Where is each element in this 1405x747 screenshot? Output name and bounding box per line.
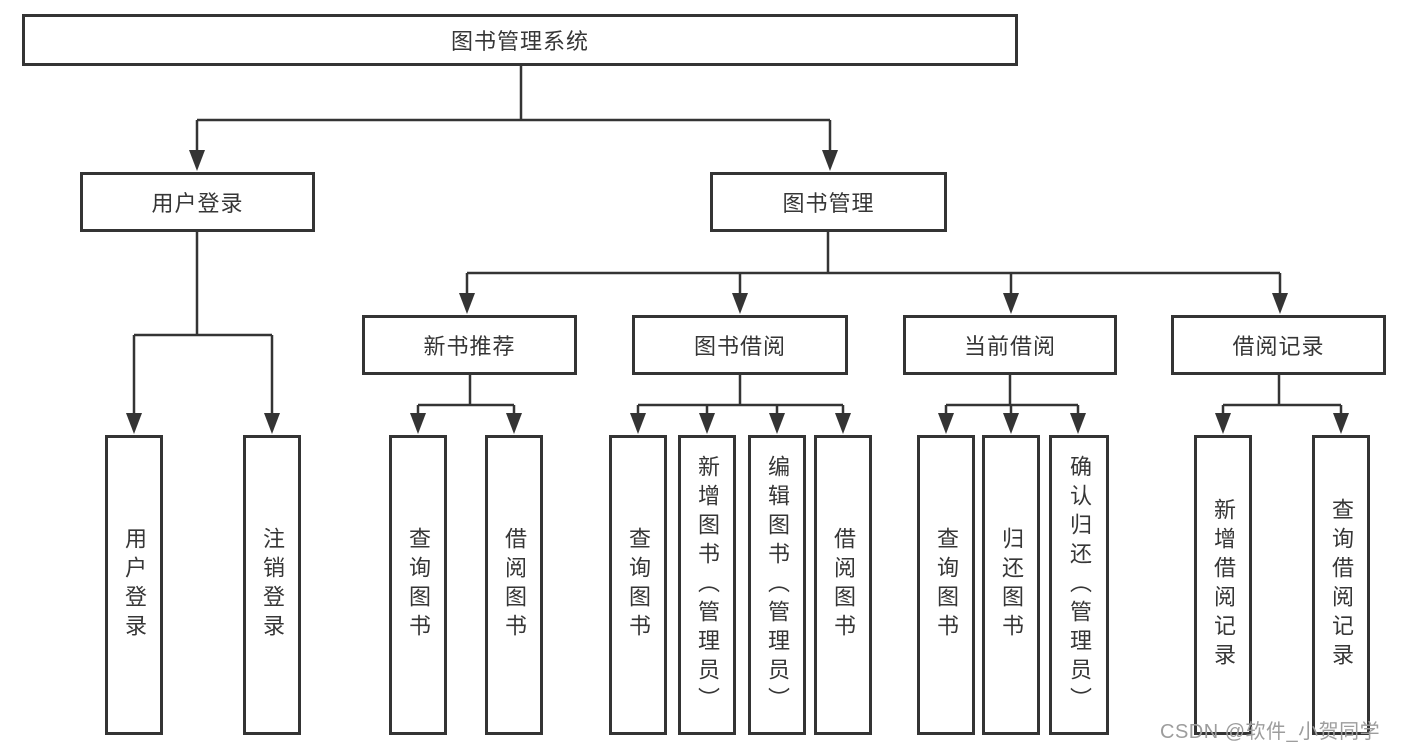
connector-current-borrow-to-leaves <box>938 375 1086 434</box>
connector-book-borrow-to-leaves <box>630 375 851 434</box>
csdn-watermark: CSDN @软件_小贺同学 <box>1160 721 1381 743</box>
node-leaf-add-book-admin: 新增图书（管理员） <box>678 435 736 735</box>
node-leaf-query-books-recommend: 查询图书 <box>389 435 447 735</box>
node-book-borrow: 图书借阅 <box>632 315 848 375</box>
node-leaf-add-borrow-record: 新增借阅记录 <box>1194 435 1252 735</box>
node-borrow-records: 借阅记录 <box>1171 315 1386 375</box>
node-leaf-query-books-current: 查询图书 <box>917 435 975 735</box>
node-leaf-borrow-books: 借阅图书 <box>814 435 872 735</box>
node-new-book-recommend: 新书推荐 <box>362 315 577 375</box>
node-leaf-query-borrow-record: 查询借阅记录 <box>1312 435 1370 735</box>
connector-borrow-records-to-leaves <box>1215 375 1349 434</box>
node-leaf-borrow-books-recommend: 借阅图书 <box>485 435 543 735</box>
node-leaf-user-login: 用户登录 <box>105 435 163 735</box>
connector-user-login-to-leaves <box>126 232 280 434</box>
connector-root-to-level2 <box>189 66 838 171</box>
connector-book-management-to-level3 <box>459 232 1288 314</box>
node-leaf-return-book: 归还图书 <box>982 435 1040 735</box>
node-user-login: 用户登录 <box>80 172 315 232</box>
connector-new-book-recommend-to-leaves <box>410 375 522 434</box>
node-book-management: 图书管理 <box>710 172 947 232</box>
node-leaf-confirm-return-admin: 确认归还（管理员） <box>1049 435 1109 735</box>
node-leaf-edit-book-admin: 编辑图书（管理员） <box>748 435 806 735</box>
node-leaf-logout: 注销登录 <box>243 435 301 735</box>
node-current-borrow: 当前借阅 <box>903 315 1117 375</box>
node-root-library-management-system: 图书管理系统 <box>22 14 1018 66</box>
node-leaf-query-books-borrow: 查询图书 <box>609 435 667 735</box>
